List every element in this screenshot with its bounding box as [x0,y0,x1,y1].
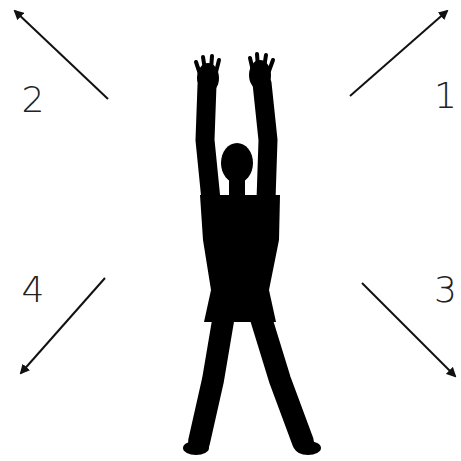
callout-number: 3 [434,272,457,308]
direction-arrows [15,11,455,376]
person-silhouette [183,54,321,455]
callout-number: 4 [22,272,45,308]
callout-number: 2 [22,82,45,118]
callout-number: 1 [434,78,457,114]
arrow-up-right [350,11,447,96]
